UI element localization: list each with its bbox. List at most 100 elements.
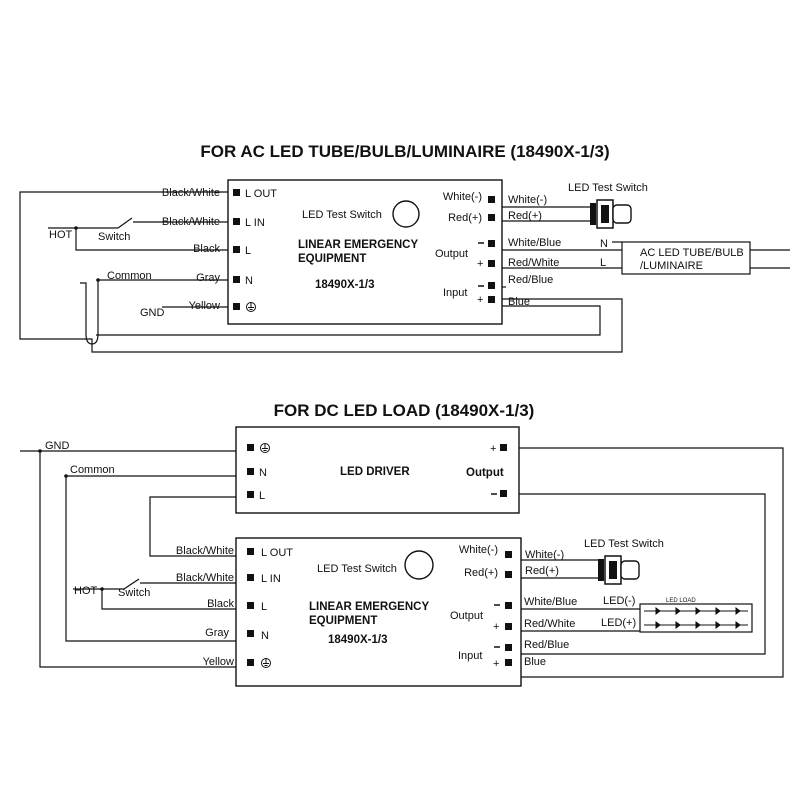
ac-led-load — [621, 241, 751, 275]
dc-wire-black: Black — [207, 598, 234, 610]
ac-hot-label: HOT — [49, 229, 73, 241]
ac-wire-black-white-1: Black/White — [162, 187, 220, 199]
dc-test-switch-device — [598, 555, 640, 585]
dc-terminal-red — [505, 571, 512, 578]
ac-label-lin: L IN — [245, 217, 265, 229]
junction-dot — [100, 587, 104, 591]
ac-wire-gray: Gray — [196, 272, 220, 284]
ac-wire-black: Black — [193, 243, 220, 255]
dc-terminal-lout — [247, 548, 254, 555]
ground-icon — [261, 658, 271, 668]
ac-switch-label: Switch — [98, 231, 130, 243]
ac-load-n: N — [600, 238, 608, 250]
ac-test-switch-device — [590, 199, 632, 229]
ac-wire-black-white-2: Black/White — [162, 216, 220, 228]
ac-common-label: Common — [107, 270, 152, 282]
ac-wire-white-blue: White/Blue — [508, 237, 561, 249]
ac-terminal-l — [233, 246, 240, 253]
junction-dot — [74, 226, 78, 230]
dc-wire-red: Red(+) — [525, 565, 559, 577]
dc-terminal-input-plus — [505, 659, 512, 666]
ac-test-switch-outer-label: LED Test Switch — [568, 182, 648, 194]
driver-terminal-l — [247, 491, 254, 498]
dc-test-switch-outer-label: LED Test Switch — [584, 538, 664, 550]
ac-unit-model: 18490X-1/3 — [315, 279, 374, 291]
ac-load-l: L — [600, 257, 606, 269]
driver-label-n: N — [259, 467, 267, 479]
dc-label-l: L — [261, 601, 267, 613]
dc-common-label: Common — [70, 464, 115, 476]
dc-hot-label: HOT — [74, 585, 98, 597]
dc-terminal-l — [247, 602, 254, 609]
dc-wire-gray: Gray — [205, 627, 229, 639]
dc-label-lin: L IN — [261, 573, 281, 585]
junction-dot — [38, 449, 42, 453]
dc-terminal-white — [505, 551, 512, 558]
led-string-icon — [644, 607, 748, 629]
ac-unit-name: LINEAR EMERGENCY — [298, 239, 418, 251]
ac-terminal-gnd — [233, 303, 240, 310]
ac-load-line1: AC LED TUBE/BULB — [640, 247, 744, 259]
dc-switch-label: Switch — [118, 587, 150, 599]
driver-terminal-n — [247, 468, 254, 475]
dc-test-switch-button[interactable] — [404, 550, 434, 580]
ground-icon — [246, 302, 256, 312]
ac-label-lout: L OUT — [245, 188, 277, 200]
dc-label-lout: L OUT — [261, 547, 293, 559]
ac-unit-name2: EQUIPMENT — [298, 253, 366, 265]
dc-terminal-n — [247, 630, 254, 637]
ac-inner-white: White(-) — [443, 191, 482, 203]
ac-test-switch-label: LED Test Switch — [302, 209, 382, 221]
driver-name: LED DRIVER — [340, 466, 410, 478]
dc-wire-red-white: Red/White — [524, 618, 575, 630]
ac-terminal-red — [488, 214, 495, 221]
dc-led-plus: LED(+) — [601, 617, 636, 629]
junction-dot — [64, 474, 68, 478]
ac-test-switch-button[interactable] — [392, 200, 420, 228]
dc-diagram-title: FOR DC LED LOAD (18490X-1/3) — [274, 401, 535, 420]
ac-label-l: L — [245, 245, 251, 257]
dc-terminal-output-plus — [505, 623, 512, 630]
driver-label-l: L — [259, 490, 265, 502]
ac-emergency-unit — [227, 179, 503, 325]
ground-icon — [260, 443, 270, 453]
ac-terminal-n — [233, 276, 240, 283]
driver-terminal-gnd — [247, 444, 254, 451]
ac-terminal-lin — [233, 218, 240, 225]
ac-wiring — [19, 191, 790, 353]
ac-terminal-white — [488, 196, 495, 203]
dc-terminal-gnd — [247, 659, 254, 666]
dc-wire-yellow: Yellow — [203, 656, 234, 668]
plus-sign: + — [493, 621, 499, 633]
dc-inner-white: White(-) — [459, 544, 498, 556]
dc-label-n: N — [261, 630, 269, 642]
ac-inner-output: Output — [435, 248, 468, 260]
ac-inner-input: Input — [443, 287, 467, 299]
dc-led-driver — [235, 426, 520, 514]
dc-wire-black-white-2: Black/White — [176, 572, 234, 584]
dc-wire-blue: Blue — [524, 656, 546, 668]
dc-gnd-label: GND — [45, 440, 70, 452]
dc-wire-white: White(-) — [525, 549, 564, 561]
plus-sign: + — [477, 294, 483, 306]
dc-inner-input: Input — [458, 650, 482, 662]
ac-label-n: N — [245, 275, 253, 287]
ac-wire-red-blue: Red/Blue — [508, 274, 553, 286]
dc-test-switch-label: LED Test Switch — [317, 563, 397, 575]
dc-terminal-input-minus — [505, 644, 512, 651]
ac-load-line2: /LUMINAIRE — [640, 260, 703, 272]
ac-gnd-label: GND — [140, 307, 165, 319]
ac-wire-blue: Blue — [508, 296, 530, 308]
ac-diagram-title: FOR AC LED TUBE/BULB/LUMINAIRE (18490X-1… — [200, 142, 609, 161]
ac-terminal-output-minus — [488, 240, 495, 247]
plus-sign: + — [477, 258, 483, 270]
dc-emergency-unit — [235, 537, 522, 687]
ac-wire-white: White(-) — [508, 194, 547, 206]
ac-terminal-input-minus — [488, 282, 495, 289]
dc-inner-red: Red(+) — [464, 567, 498, 579]
plus-sign: + — [493, 658, 499, 670]
dc-terminal-lin — [247, 574, 254, 581]
dc-unit-model: 18490X-1/3 — [328, 634, 387, 646]
driver-output-label: Output — [466, 467, 504, 479]
